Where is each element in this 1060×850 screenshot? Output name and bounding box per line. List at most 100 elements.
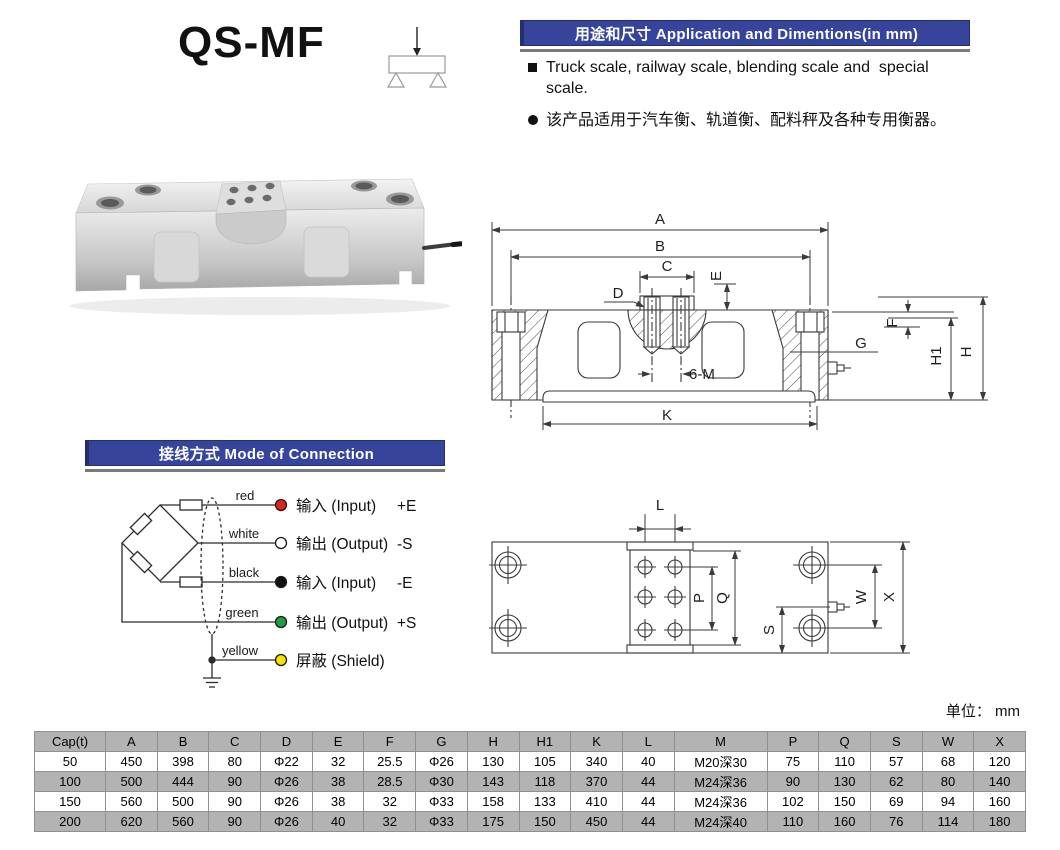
- corner-circles: [489, 546, 831, 647]
- dim-label-q: Q: [714, 592, 731, 604]
- wire-function-labels: 输入 (Input) 输出 (Output) 输入 (Input) 输出 (Ou…: [296, 497, 416, 670]
- table-cell: 90: [208, 811, 262, 832]
- column-header: D: [260, 731, 313, 752]
- table-cell: 44: [621, 771, 675, 792]
- output-cable: [422, 241, 462, 250]
- table-cell: 90: [766, 771, 820, 792]
- table-cell: 94: [921, 791, 975, 812]
- wire-label-green: green: [225, 605, 258, 620]
- table-cell: 80: [921, 771, 975, 792]
- table-cell: 150: [34, 791, 106, 812]
- column-header: Cap(t): [34, 731, 106, 752]
- cn-label-input-me: 输入 (Input): [296, 574, 376, 592]
- table-cell: 110: [766, 811, 820, 832]
- table-cell: 143: [466, 771, 520, 792]
- terminal-code-ms: -S: [397, 536, 413, 553]
- cn-label-output-ms: 输出 (Output): [296, 535, 388, 553]
- table-cell: 560: [105, 791, 158, 812]
- ground-symbol: [203, 660, 221, 688]
- table-cell: Φ26: [260, 811, 313, 832]
- column-header: B: [156, 731, 210, 752]
- table-cell: 80: [208, 751, 262, 772]
- table-cell: 450: [570, 811, 623, 832]
- table-cell: 38: [311, 791, 365, 812]
- dim-label-h1: H1: [928, 346, 945, 365]
- table-cell: 500: [156, 791, 210, 812]
- side-dim-labels: A B C D E F G H1 H K 6-M: [613, 211, 975, 424]
- table-cell: 130: [818, 771, 871, 792]
- table-cell: 398: [156, 751, 210, 772]
- column-header: S: [869, 731, 923, 752]
- table-cell: 100: [34, 771, 106, 792]
- table-cell: 40: [311, 811, 365, 832]
- yellow-terminal-dot: [274, 653, 288, 667]
- dim-label-a: A: [655, 211, 665, 228]
- table-cell: 75: [766, 751, 820, 772]
- wire-label-red: red: [236, 488, 255, 503]
- table-cell: 120: [973, 751, 1026, 772]
- application-section-header: 用途和尺寸 Application and Dimentions(in mm): [520, 20, 970, 46]
- table-cell: Φ22: [260, 751, 313, 772]
- dim-label-c: C: [662, 258, 673, 275]
- load-arrow: [413, 27, 421, 56]
- wire-name-labels: red white black green yellow: [222, 488, 260, 658]
- table-cell: 444: [156, 771, 210, 792]
- table-cell: 130: [466, 751, 520, 772]
- table-cell: 140: [973, 771, 1026, 792]
- table-cell: 44: [621, 791, 675, 812]
- wiring-diagram: red white black green yellow 输入 (Input) …: [121, 488, 416, 688]
- table-cell: 500: [105, 771, 158, 792]
- table-cell: 62: [869, 771, 923, 792]
- column-header: W: [921, 731, 975, 752]
- page-title: QS-MF: [178, 18, 325, 67]
- white-terminal-dot: [274, 536, 288, 550]
- side-dimensions: [491, 222, 988, 430]
- units-note: 单位： mm: [945, 703, 1020, 720]
- dim-label-s: S: [761, 625, 778, 635]
- table-cell: 38: [311, 771, 365, 792]
- cn-label-shield: 屏蔽 (Shield): [296, 652, 385, 670]
- table-cell: 57: [869, 751, 923, 772]
- bullet-cn: 该产品适用于汽车衡、轨道衡、配料秤及各种专用衡器。: [528, 110, 998, 131]
- table-cell: 160: [973, 791, 1026, 812]
- circle-bullet-icon: [528, 115, 538, 125]
- wire-label-black: black: [229, 565, 260, 580]
- side-body: [491, 288, 851, 418]
- table-cell: 32: [363, 811, 417, 832]
- table-cell: 180: [973, 811, 1026, 832]
- table-cell: M24深36: [673, 791, 768, 812]
- column-header: G: [415, 731, 468, 752]
- load-cell-photo: [70, 178, 462, 315]
- dim-label-h: H: [958, 347, 975, 358]
- table-cell: 110: [818, 751, 871, 772]
- table-cell: 560: [156, 811, 210, 832]
- table-cell: 40: [621, 751, 675, 772]
- column-header: Q: [818, 731, 871, 752]
- table-cell: 370: [570, 771, 623, 792]
- diaphragm-covers: [153, 226, 350, 283]
- table-cell: 450: [105, 751, 158, 772]
- connection-header-label: 接线方式 Mode of Connection: [158, 445, 375, 463]
- dim-label-d: D: [613, 285, 624, 302]
- wire-label-yellow: yellow: [222, 643, 259, 658]
- dim-label-p: P: [691, 593, 708, 603]
- connection-section-header: 接线方式 Mode of Connection: [85, 440, 445, 466]
- column-header: A: [105, 731, 158, 752]
- table-cell: 150: [518, 811, 572, 832]
- photo-shadow: [70, 297, 450, 315]
- table-cell: M24深40: [673, 811, 768, 832]
- table-cell: 28.5: [363, 771, 417, 792]
- table-cell: 340: [570, 751, 623, 772]
- table-cell: 32: [311, 751, 365, 772]
- square-bullet-icon: [528, 63, 537, 72]
- bullet-cn-text: 该产品适用于汽车衡、轨道衡、配料秤及各种专用衡器。: [546, 112, 947, 129]
- table-cell: Φ26: [415, 751, 468, 772]
